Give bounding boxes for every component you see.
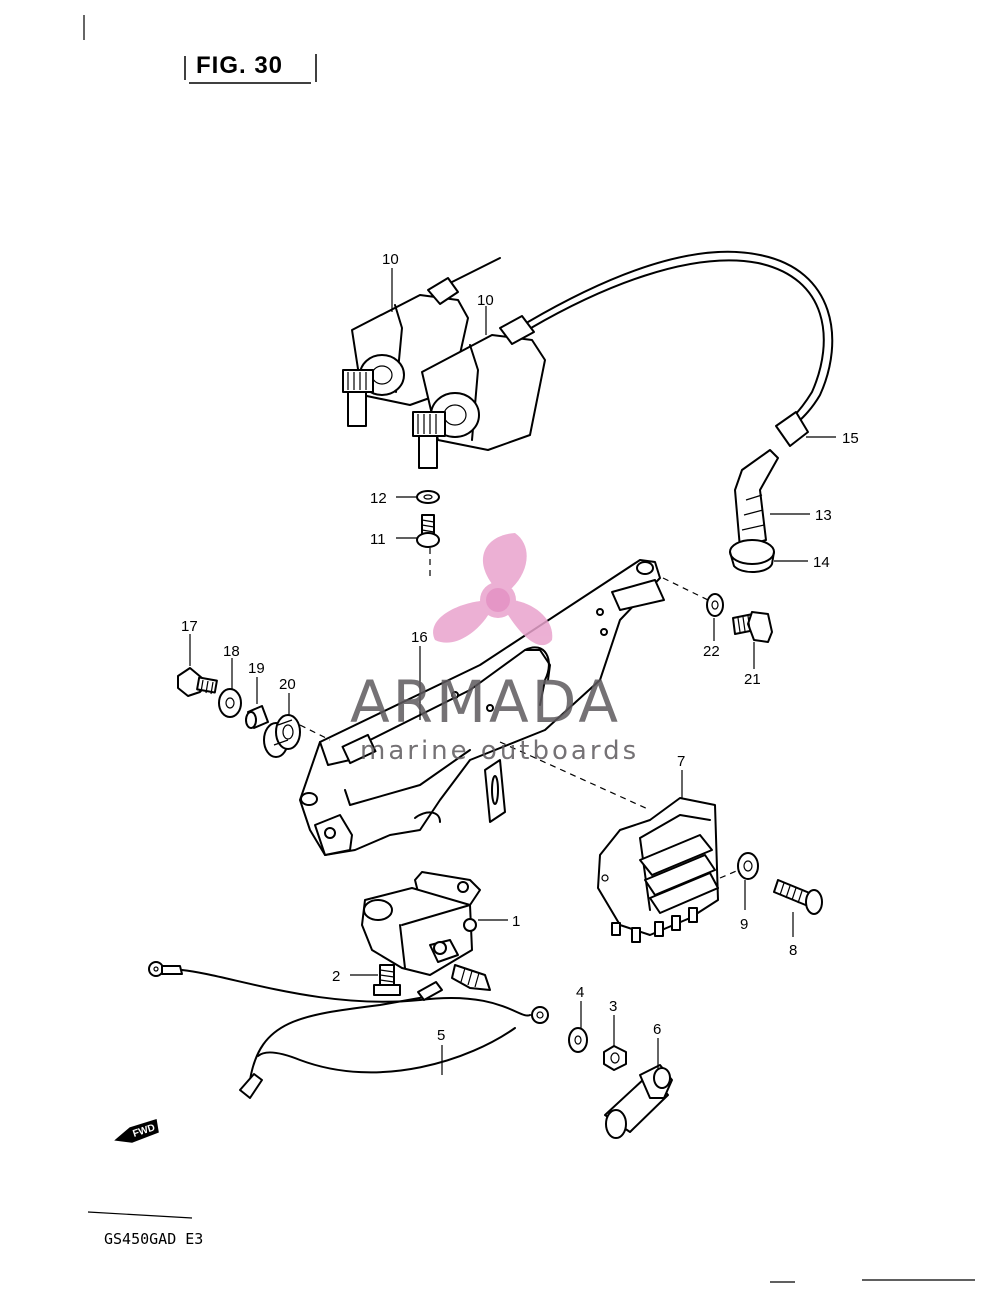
bolt-21 — [732, 611, 773, 643]
lock-washer-12 — [416, 490, 440, 504]
callout-6: 6 — [653, 1021, 661, 1038]
watermark-brand: ARMADA — [350, 668, 622, 736]
washer-4 — [568, 1027, 588, 1053]
high-tension-cord — [527, 250, 834, 426]
callout-19: 19 — [248, 660, 265, 677]
cord-seal-15 — [775, 411, 809, 447]
callout-14: 14 — [813, 554, 830, 571]
callout-11: 11 — [370, 531, 386, 548]
washer-9 — [737, 852, 759, 880]
bolt-17 — [177, 667, 218, 697]
figure-title-frame — [184, 54, 317, 84]
grommet-20 — [263, 714, 301, 758]
plug-cap-13 — [734, 449, 779, 549]
nut-3 — [603, 1045, 627, 1071]
callout-13: 13 — [815, 507, 832, 524]
figure-title: FIG. 30 — [196, 52, 284, 79]
callout-22: 22 — [703, 643, 720, 660]
bolt-2 — [373, 964, 401, 996]
ignition-coil-front — [412, 315, 546, 469]
callout-12: 12 — [370, 490, 387, 507]
callout-15: 15 — [842, 430, 859, 447]
fwd-arrow-icon: FWD — [114, 1119, 159, 1143]
washer-18 — [218, 688, 242, 718]
bracket-16 — [299, 559, 665, 856]
callout-8: 8 — [789, 942, 797, 959]
callout-10-rear: 10 — [382, 251, 399, 268]
callout-5: 5 — [437, 1027, 445, 1044]
screw-8 — [773, 879, 823, 915]
cap-seal-14 — [729, 539, 775, 574]
lead-wire-5 — [148, 961, 549, 1099]
callout-16: 16 — [411, 629, 428, 646]
ignition-coil-rear — [342, 257, 501, 427]
callout-10-front: 10 — [477, 292, 494, 309]
callout-7: 7 — [677, 753, 685, 770]
washer-22 — [706, 593, 724, 617]
callout-2: 2 — [332, 968, 340, 985]
regulator-7 — [597, 797, 719, 943]
watermark-tagline: marine outboards — [360, 736, 640, 766]
callout-21: 21 — [744, 671, 761, 688]
callout-1: 1 — [512, 913, 520, 930]
callout-3: 3 — [609, 998, 617, 1015]
callout-9: 9 — [740, 916, 748, 933]
callout-20: 20 — [279, 676, 296, 693]
propeller-logo-icon — [433, 533, 553, 646]
callout-17: 17 — [181, 618, 198, 635]
starter-relay-1 — [361, 871, 491, 991]
collar-19 — [245, 705, 269, 729]
callout-18: 18 — [223, 643, 240, 660]
model-code: GS450GAD E3 — [104, 1230, 204, 1248]
callout-4: 4 — [576, 984, 584, 1001]
terminal-cap-6 — [604, 1064, 673, 1139]
screw-11 — [416, 514, 440, 548]
